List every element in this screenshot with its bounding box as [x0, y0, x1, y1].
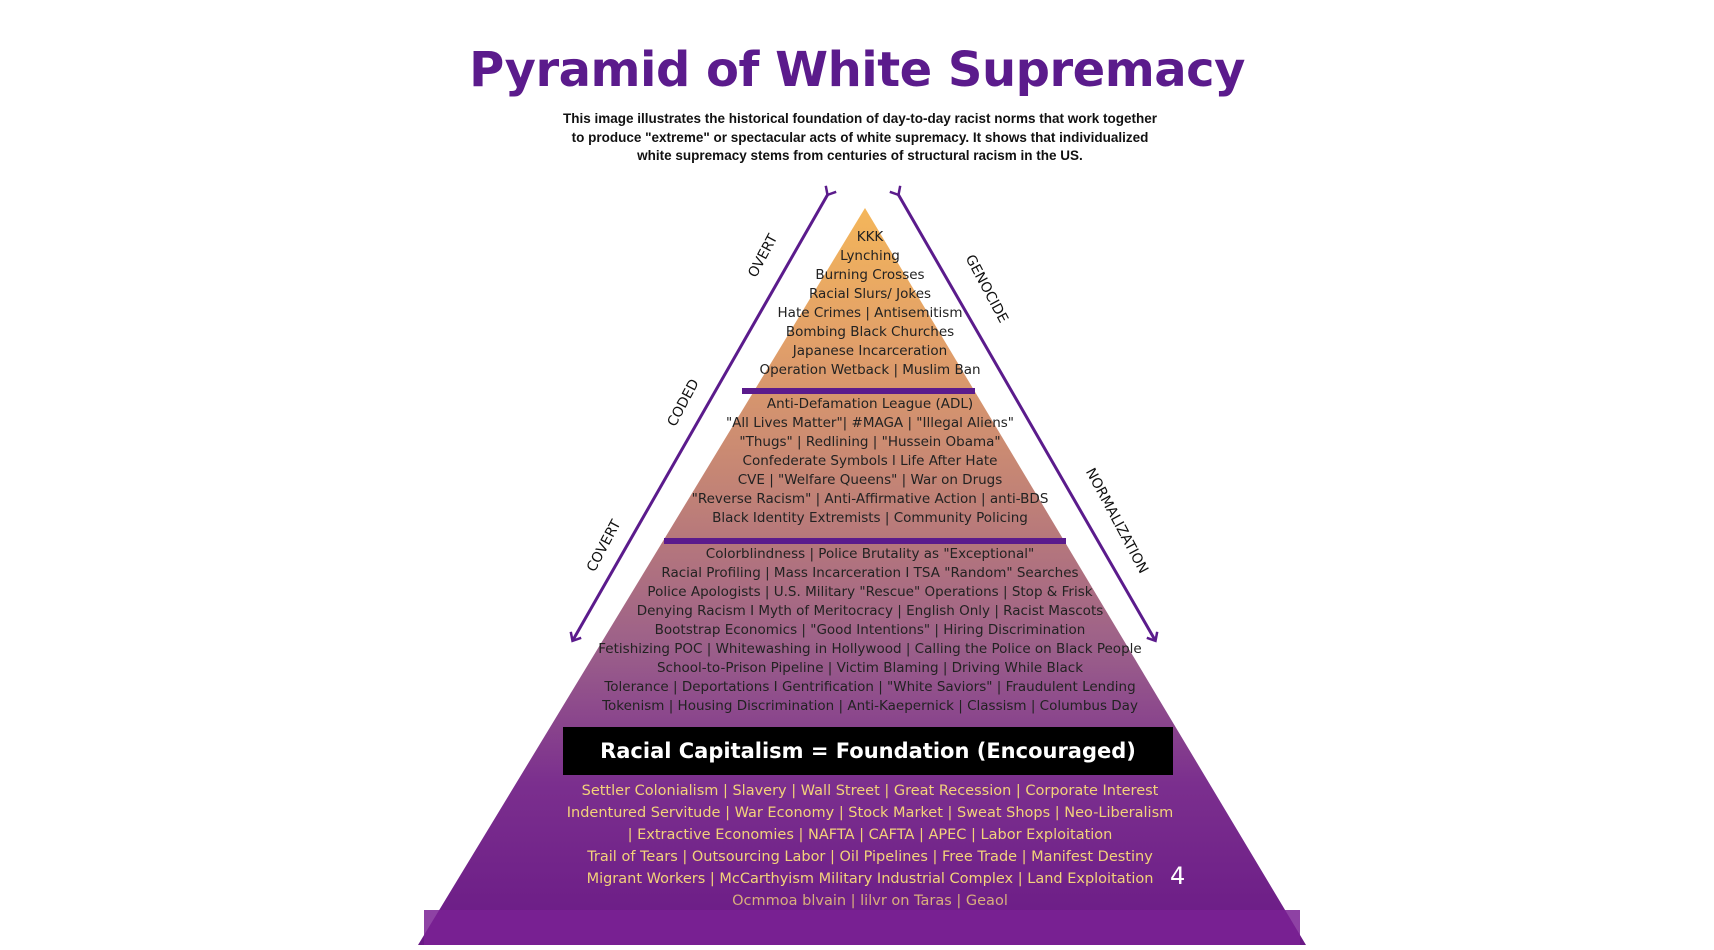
tier-item: Tolerance | Deportations I Gentrificatio…: [604, 679, 1136, 695]
tier-item: Migrant Workers | McCarthyism Military I…: [586, 871, 1154, 887]
tier-item: Lynching: [840, 248, 900, 264]
tier-item: Denying Racism I Myth of Meritocracy | E…: [636, 603, 1104, 619]
tier-item: "Reverse Racism" | Anti-Affirmative Acti…: [691, 491, 1049, 507]
page-title: Pyramid of White Supremacy: [469, 42, 1245, 98]
tier-overt: KKK Lynching Burning Crosses Racial Slur…: [500, 228, 1240, 380]
description: This image illustrates the historical fo…: [560, 110, 1160, 166]
tier-item: Racial Profiling | Mass Incarceration I …: [661, 565, 1079, 581]
arrow-left: [569, 185, 837, 643]
tier-item: "Thugs" | Redlining | "Hussein Obama": [739, 434, 1001, 450]
tier-item: Burning Crosses: [815, 267, 925, 283]
foundation-heading: Racial Capitalism = Foundation (Encourag…: [563, 727, 1173, 775]
tier-item: Japanese Incarceration: [792, 343, 948, 359]
arrow-right: [889, 185, 1159, 643]
tier-item: Trail of Tears | Outsourcing Labor | Oil…: [587, 849, 1153, 865]
tier-item: Settler Colonialism | Slavery | Wall Str…: [581, 783, 1159, 799]
tier-item: Fetishizing POC | Whitewashing in Hollyw…: [598, 641, 1142, 657]
tier-item: Bootstrap Economics | "Good Intentions" …: [654, 622, 1086, 638]
tier-item: Anti-Defamation League (ADL): [766, 396, 974, 412]
tier-item: KKK: [856, 229, 884, 245]
tier-item: Indentured Servitude | War Economy | Sto…: [566, 805, 1174, 821]
description-line: This image illustrates the historical fo…: [562, 111, 1158, 126]
tier-item: | Extractive Economies | NAFTA | CAFTA |…: [627, 827, 1113, 843]
tier-covert: Colorblindness | Police Brutality as "Ex…: [500, 545, 1240, 716]
tier-item: "All Lives Matter"| #MAGA | "Illegal Ali…: [725, 415, 1015, 431]
tier-item: CVE | "Welfare Queens" | War on Drugs: [737, 472, 1003, 488]
tier-item: Ocmmoa blvain | lilvr on Taras | Geaol: [732, 893, 1008, 909]
tier-item: Confederate Symbols l Life After Hate: [742, 453, 998, 469]
tier-foundation: Settler Colonialism | Slavery | Wall Str…: [500, 780, 1240, 912]
page-number: 4: [1170, 862, 1186, 890]
description-line: white supremacy stems from centuries of …: [637, 148, 1083, 163]
tier-item: Racial Slurs/ Jokes: [808, 286, 932, 302]
tier-item: Operation Wetback | Muslim Ban: [759, 362, 981, 378]
pyramid-base-band: [424, 910, 1300, 945]
tier-item: Black Identity Extremists | Community Po…: [712, 510, 1028, 526]
description-line: to produce "extreme" or spectacular acts…: [571, 129, 1149, 145]
tier-item: School-to-Prison Pipeline | Victim Blami…: [656, 660, 1084, 676]
tier-item: Bombing Black Churches: [785, 324, 955, 340]
tier-item: Tokenism | Housing Discrimination | Anti…: [602, 698, 1138, 714]
tier-item: Colorblindness | Police Brutality as "Ex…: [705, 546, 1035, 562]
tier-item: Police Apologists | U.S. Military "Rescu…: [647, 584, 1093, 600]
tier-item: Hate Crimes | Antisemitism: [777, 305, 963, 321]
tier-coded: Anti-Defamation League (ADL) "All Lives …: [500, 395, 1240, 528]
